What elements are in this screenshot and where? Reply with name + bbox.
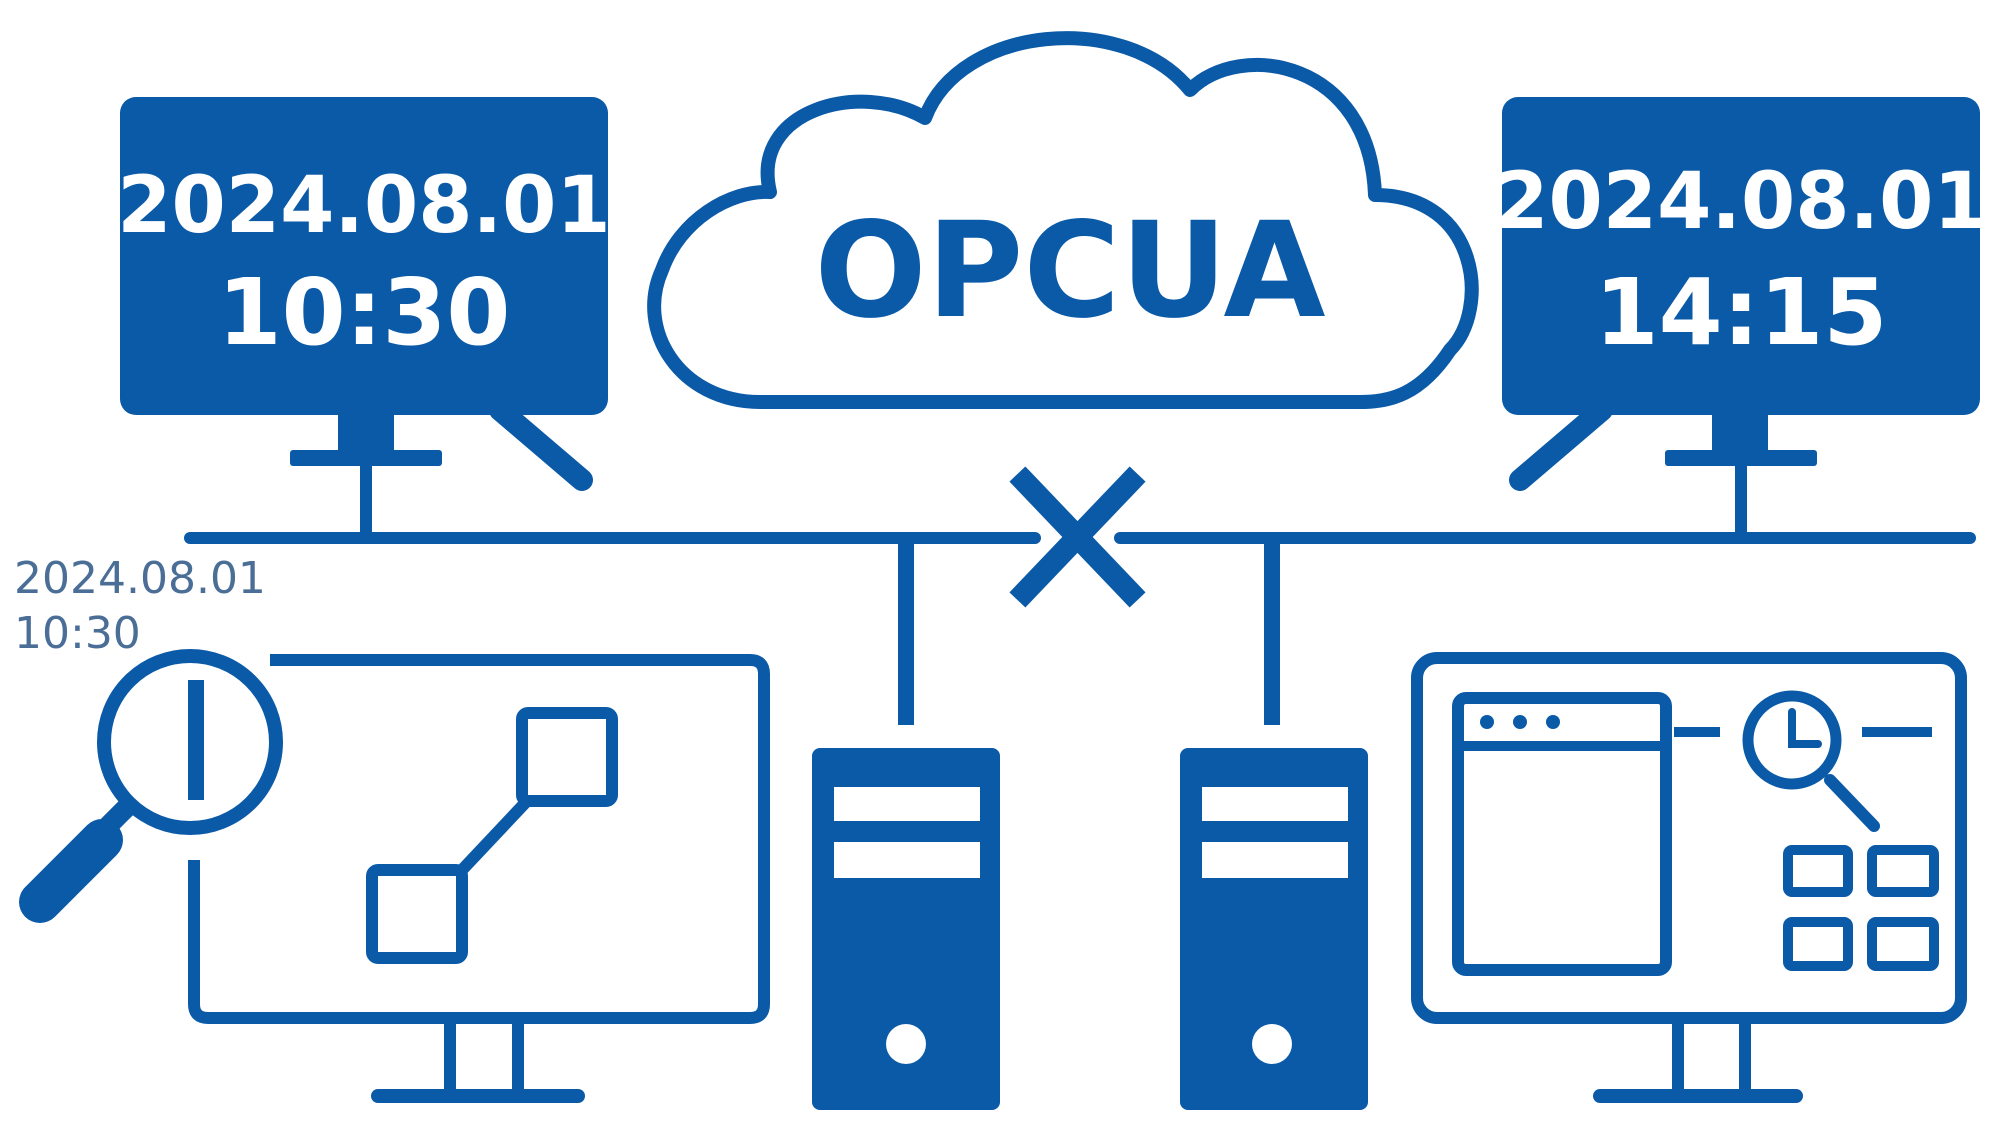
right-monitor-date: 2024.08.01 bbox=[1494, 157, 1987, 247]
left-monitor-date: 2024.08.01 bbox=[117, 161, 610, 251]
grid-icon bbox=[1783, 845, 1939, 971]
side-label-date: 2024.08.01 bbox=[14, 553, 266, 604]
magnifier-icon bbox=[19, 649, 283, 923]
right-clock-monitor: 2024.08.01 14:15 bbox=[1494, 97, 1988, 538]
left-clock-monitor: 2024.08.01 10:30 bbox=[117, 97, 611, 538]
bottom-right-monitor bbox=[1411, 652, 1967, 1103]
side-label-time: 10:30 bbox=[14, 608, 141, 659]
side-timestamp: 2024.08.01 10:30 bbox=[14, 553, 266, 659]
server-right bbox=[1180, 544, 1368, 1110]
clock-search-icon bbox=[1742, 690, 1880, 832]
right-monitor-time: 14:15 bbox=[1595, 259, 1888, 366]
cloud-icon: OPCUA bbox=[647, 31, 1479, 409]
browser-window-icon bbox=[1452, 692, 1932, 976]
left-monitor-time: 10:30 bbox=[218, 259, 511, 366]
server-left bbox=[812, 544, 1000, 1110]
cloud-label: OPCUA bbox=[814, 194, 1325, 348]
bottom-left-monitor bbox=[19, 649, 770, 1103]
node-graph-icon bbox=[366, 707, 618, 964]
disconnect-x-icon bbox=[1009, 466, 1146, 608]
